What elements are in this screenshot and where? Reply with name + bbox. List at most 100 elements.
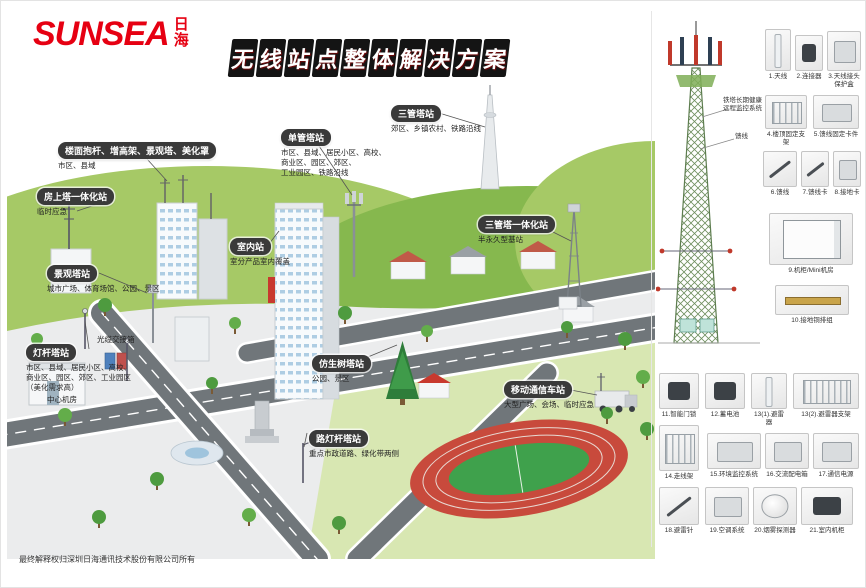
product-item: 15.环境监控系统 — [707, 433, 761, 479]
callout-badge: 移动通信车站 — [504, 381, 573, 398]
callout-desc: 市区、县域、居民小区、高校、 商业区、园区、郊区、工业园区 （美化需求高） — [26, 363, 131, 393]
feeder-cable-image — [763, 151, 797, 187]
fiber-box-label: 光缆交接箱 — [97, 335, 135, 344]
page-title: 无线站点整体解决方案 — [227, 39, 512, 77]
product-caption: 8.接地卡 — [834, 189, 860, 196]
rooftop-pole-callout: 楼面抱杆、增高架、景观塔、美化罩 市区、县域 — [58, 141, 217, 171]
product-caption: 5.馈线固定卡件 — [813, 131, 859, 138]
product-item: 10.接地铜排组 — [775, 285, 849, 325]
callout-desc: 半永久型基站 — [478, 235, 523, 244]
product-item: 9.机柜/Mini机房 — [769, 213, 853, 275]
brand-cn: 日 海 — [174, 17, 189, 49]
light-pole-tower-callout: 灯杆塔站 市区、县域、居民小区、高校、 商业区、园区、郊区、工业园区 （美化需求… — [26, 343, 131, 393]
brand-cn-bottom: 海 — [173, 31, 189, 49]
product-caption: 3.天线接头保护盒 — [828, 73, 860, 89]
callout-desc: 大型广场、会场、临时应急 — [504, 400, 594, 409]
callout-badge: 三管塔一体化站 — [478, 216, 556, 233]
mini-room-image — [769, 213, 853, 265]
smoke-detector-image — [753, 487, 797, 525]
product-item: 13(1).避雷器 — [751, 373, 787, 427]
product-item: 17.通信电源 — [813, 433, 859, 479]
product-caption: 2.连接器 — [796, 73, 822, 80]
callout-badge: 房上塔一体化站 — [37, 188, 115, 205]
product-item: 4.楼顶固定支架 — [765, 95, 807, 147]
connector-image — [795, 35, 823, 71]
tower-illustration — [656, 21, 760, 344]
product-item: 1.天线 — [765, 29, 791, 81]
rooftop-integrated-station-callout: 房上塔一体化站 临时应急 — [37, 187, 115, 217]
sidebar-divider — [651, 11, 652, 547]
houses — [389, 241, 595, 399]
callout-badge: 室内站 — [230, 238, 272, 255]
indoor-station-callout: 室内站 室分产品室内覆盖 — [230, 237, 290, 267]
product-caption: 7.馈线卡 — [802, 189, 828, 196]
product-item: 16.交流配电箱 — [765, 433, 809, 479]
product-caption: 15.环境监控系统 — [709, 471, 759, 478]
rooftop-buildings — [156, 175, 228, 300]
air-conditioner-image — [705, 487, 749, 525]
ac-distribution-box-image — [765, 433, 809, 469]
callout-desc: 公园、景区 — [312, 374, 350, 383]
lightning-rod-image — [659, 487, 699, 525]
stadium — [410, 419, 628, 519]
antenna-image — [765, 29, 791, 71]
callout-badge: 楼面抱杆、增高架、景观塔、美化罩 — [58, 142, 217, 159]
light-pole-towers — [82, 308, 130, 381]
fountain — [170, 440, 224, 466]
brand-logo: SUNSEA 日 海 — [33, 17, 189, 51]
tower-monitor-label: 铁塔长期健康 远程监控系统 — [723, 97, 762, 113]
callout-desc: 郊区、乡镇农村、铁路沿线 — [391, 124, 481, 133]
product-caption: 18.避雷针 — [664, 527, 694, 534]
telecom-power-image — [813, 433, 859, 469]
product-caption: 6.馈线 — [770, 189, 790, 196]
product-caption: 13(1).避雷器 — [754, 411, 784, 427]
leader-lines — [76, 112, 598, 448]
landscape-tower — [147, 284, 210, 362]
product-caption: 4.楼顶固定支架 — [767, 131, 805, 147]
smart-lock-image — [659, 373, 699, 409]
callout-badge: 灯杆塔站 — [26, 344, 77, 361]
arrester-bracket-image — [793, 373, 859, 409]
landscape-tower-callout: 景观塔站 城市广场、体育场馆、公园、景区 — [47, 264, 160, 294]
callout-badge: 单管塔站 — [281, 129, 332, 146]
arrester-image — [751, 373, 787, 409]
ground-busbar-image — [775, 285, 849, 315]
monopole-tower — [345, 191, 363, 277]
three-tube-tower — [558, 203, 582, 310]
product-item: 5.馈线固定卡件 — [813, 95, 859, 139]
mobile-comm-vehicle-callout: 移动通信车站 大型广场、会场、临时应急 — [504, 380, 594, 410]
trees — [31, 298, 654, 534]
callout-desc: 市区、县域、居民小区、高校、 商业区、园区、郊区、 工业园区、铁路沿线 — [281, 148, 386, 178]
product-caption: 16.交流配电箱 — [766, 471, 808, 478]
product-caption: 13(2).避雷器支架 — [801, 411, 851, 418]
ground-clamp-image — [833, 151, 861, 187]
feeder-clamp-image — [813, 95, 859, 129]
product-caption: 20.烟雾探测器 — [754, 527, 796, 534]
monument — [245, 400, 279, 443]
product-item: 14.走线架 — [659, 425, 699, 481]
street-lamp-tower-callout: 路灯杆塔站 重点市政道路、绿化带两侧 — [309, 429, 399, 459]
feeder-label: 馈线 — [735, 133, 748, 140]
product-item: 12.蓄电池 — [705, 373, 745, 419]
env-monitor-image — [707, 433, 761, 469]
copyright-text: 最终解释权归深圳日海通讯技术股份有限公司所有 — [19, 555, 195, 564]
product-item: 20.烟雾探测器 — [753, 487, 797, 535]
product-caption: 19.空调系统 — [709, 527, 745, 534]
product-item: 3.天线接头保护盒 — [827, 31, 861, 89]
indoor-cabinet-image — [801, 487, 853, 525]
tv-tower — [480, 85, 500, 190]
bionic-tree-tower — [386, 341, 419, 405]
product-caption: 21.室内机柜 — [809, 527, 845, 534]
product-item: 7.馈线卡 — [801, 151, 829, 197]
callout-badge: 路灯杆塔站 — [309, 430, 369, 447]
product-caption: 12.蓄电池 — [710, 411, 740, 418]
product-caption: 10.接地铜排组 — [791, 317, 833, 324]
roof-bracket-image — [765, 95, 807, 129]
battery-image — [705, 373, 745, 409]
callout-desc: 市区、县域 — [58, 161, 96, 170]
product-item: 2.连接器 — [795, 35, 823, 81]
product-caption: 1.天线 — [768, 73, 788, 80]
product-item: 21.室内机柜 — [801, 487, 853, 535]
product-item: 19.空调系统 — [705, 487, 749, 535]
